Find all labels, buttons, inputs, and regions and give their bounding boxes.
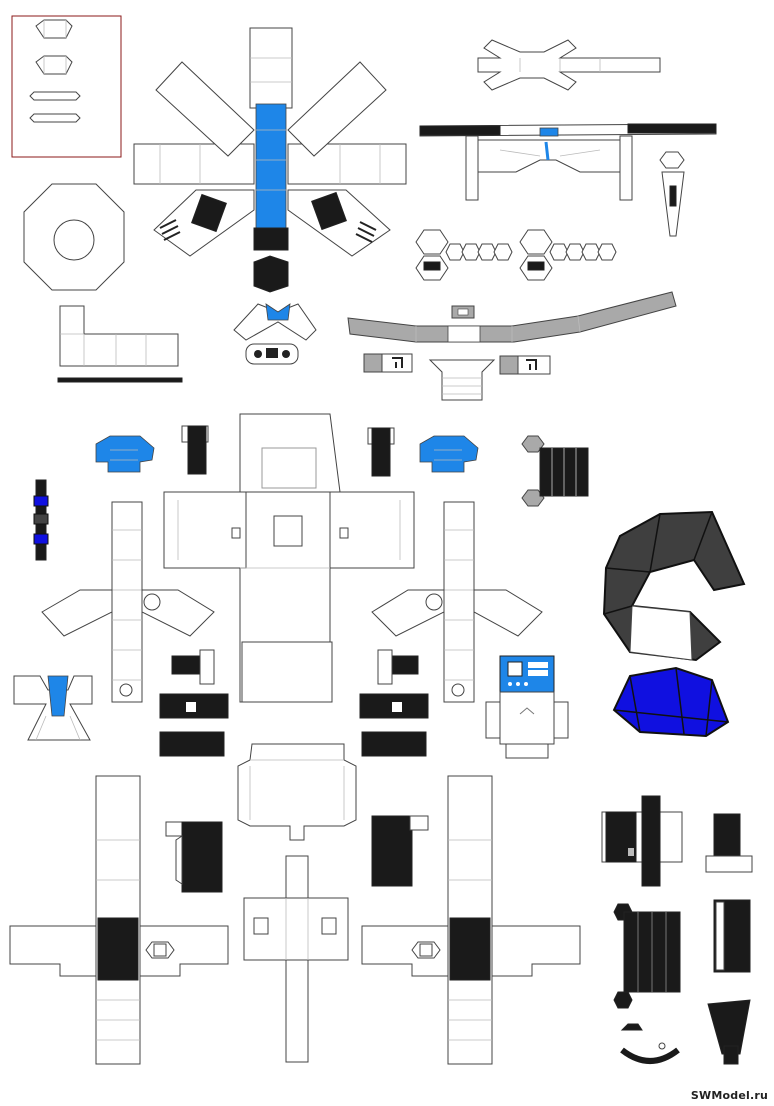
torso-cross-part bbox=[163, 413, 415, 703]
black-block-parts bbox=[159, 649, 429, 757]
clip-pieces bbox=[363, 353, 551, 401]
blue-pad-left bbox=[95, 435, 155, 473]
bar-with-legs-part bbox=[419, 123, 717, 201]
left-leg-part bbox=[9, 775, 229, 1065]
hex-chain-left bbox=[415, 229, 513, 281]
star-radial-part bbox=[133, 27, 407, 293]
lower-v-part bbox=[13, 675, 93, 741]
horseshoe-part bbox=[602, 510, 746, 662]
bottom-right-parts bbox=[601, 795, 753, 1065]
blue-cap-part bbox=[612, 666, 730, 738]
octagon-base-part bbox=[23, 183, 125, 291]
blue-pad-right bbox=[419, 435, 479, 473]
panel-box-part bbox=[485, 655, 569, 759]
v-shoulder-part bbox=[233, 303, 317, 365]
left-arm-part bbox=[41, 501, 215, 703]
stepped-box-part bbox=[57, 305, 183, 383]
small-tube-parts bbox=[33, 425, 395, 561]
grey-roller-part bbox=[521, 435, 589, 507]
watermark-text: SWModel.ru bbox=[690, 1089, 768, 1102]
waist-box-part bbox=[237, 743, 357, 841]
small-parts-frame bbox=[11, 15, 122, 158]
right-leg-part bbox=[361, 775, 581, 1065]
hex-capsule-part bbox=[659, 151, 685, 237]
center-column-part bbox=[243, 855, 349, 1063]
long-grey-bar-part bbox=[347, 291, 677, 343]
wing-plate-part bbox=[477, 39, 661, 91]
hex-chain-right bbox=[519, 229, 617, 281]
right-arm-part bbox=[371, 501, 543, 703]
black-cylinder-parts bbox=[165, 815, 429, 893]
